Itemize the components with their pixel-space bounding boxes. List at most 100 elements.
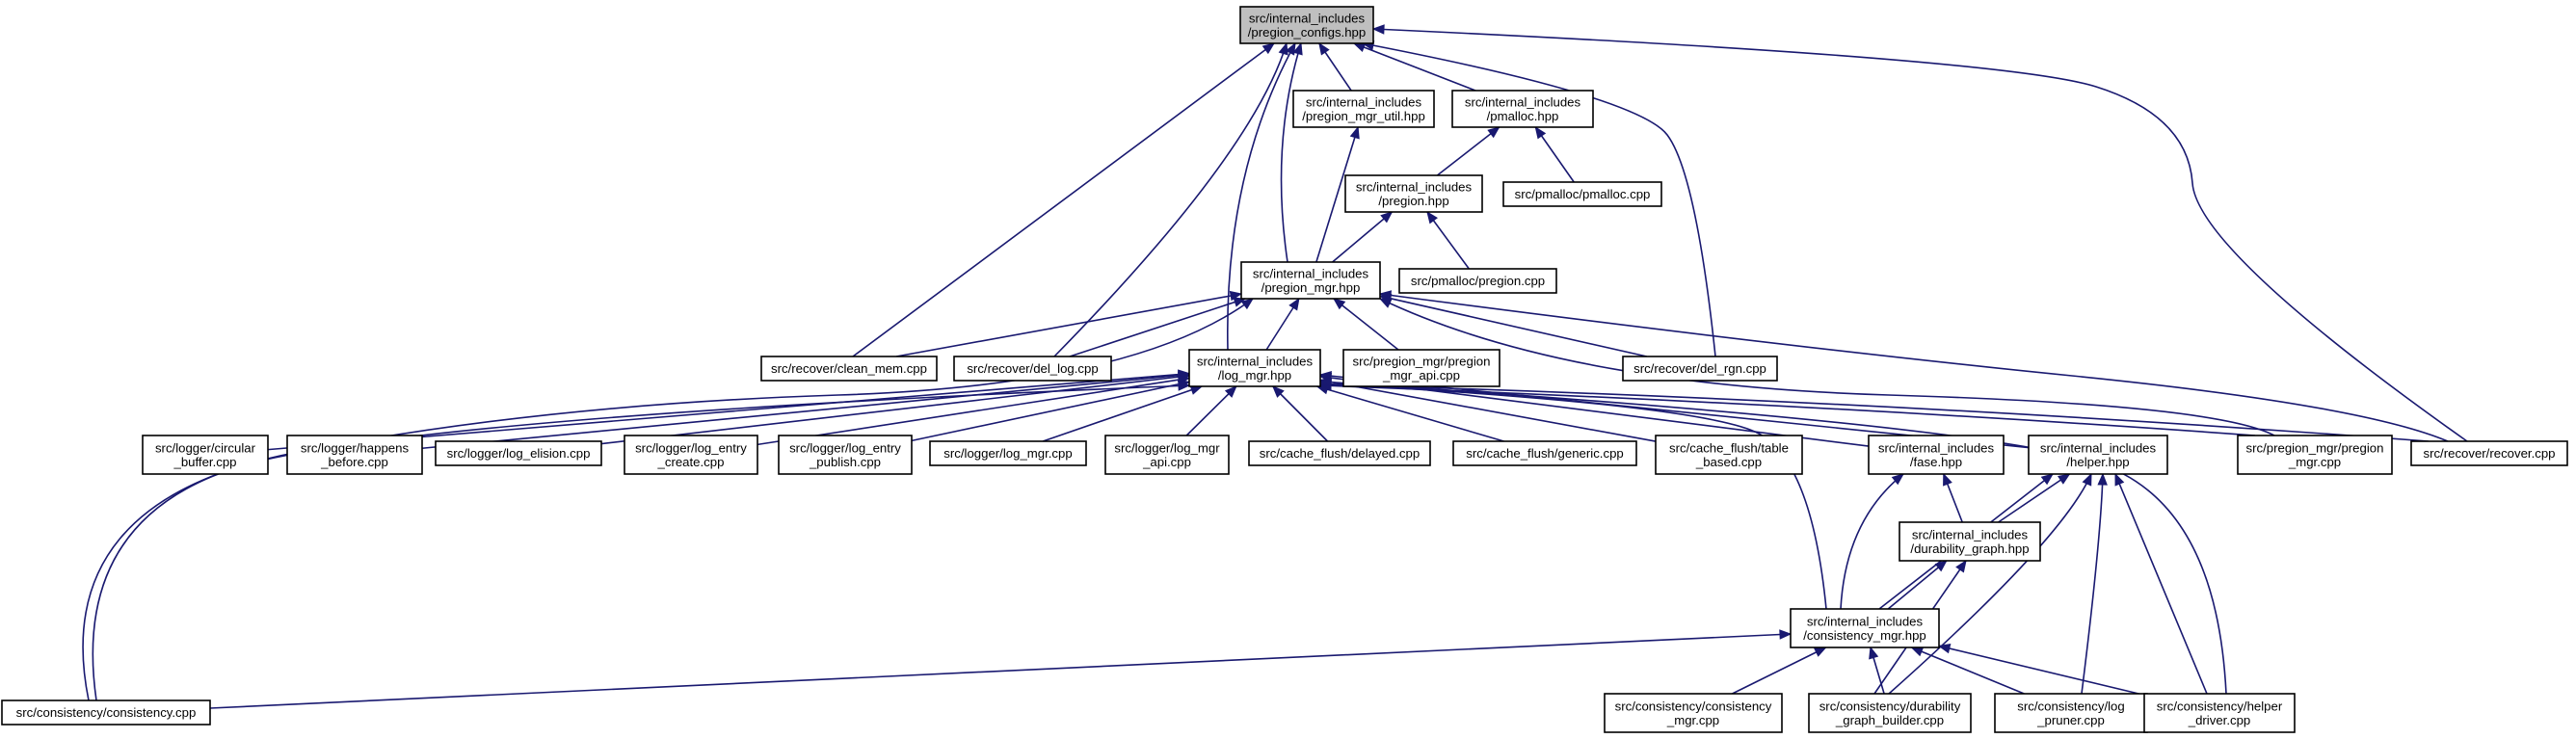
arrow-head-icon — [1937, 643, 1952, 654]
dependency-edge-log_pruner-to-consistency_mgr_hpp — [1910, 647, 2025, 695]
file-node-pregion-configs[interactable]: src/internal_includes/pregion_configs.hp… — [1239, 6, 1374, 44]
node-box — [624, 435, 758, 475]
arrow-head-icon — [1271, 385, 1285, 398]
edge-line — [911, 381, 1190, 442]
file-node-del-log[interactable]: src/recover/del_log.cpp — [953, 356, 1112, 382]
node-label-line: src/internal_includes — [2040, 440, 2157, 455]
edge-line — [1319, 379, 1657, 442]
arrow-head-icon — [1426, 210, 1438, 224]
arrow-head-icon — [2057, 473, 2071, 485]
file-node-log-mgr-api[interactable]: src/logger/log_mgr_api.cpp — [1104, 435, 1230, 475]
dependency-edge-helper_driver-to-log_mgr_hpp — [1318, 377, 2227, 695]
file-node-pregion-mgr-api[interactable]: src/pregion_mgr/pregion_mgr_api.cpp — [1342, 349, 1500, 387]
file-node-log-entry-publish[interactable]: src/logger/log_entry_publish.cpp — [778, 435, 913, 475]
node-box — [1188, 349, 1321, 387]
node-label-line: _based.cpp — [1695, 455, 1762, 469]
file-node-consistency-mgr-cpp[interactable]: src/consistency/consistency_mgr.cpp — [1604, 693, 1783, 733]
node-label-line: /fase.hpp — [1910, 455, 1962, 469]
node-box — [286, 435, 423, 475]
file-node-del-rgn[interactable]: src/recover/del_rgn.cpp — [1622, 356, 1778, 382]
edge-line — [1315, 126, 1359, 263]
edge-line — [1732, 647, 1826, 695]
edge-line — [209, 633, 1792, 709]
node-label-line: /pregion_mgr.hpp — [1261, 280, 1361, 295]
arrow-head-icon — [1318, 41, 1330, 56]
file-node-clean-mem[interactable]: src/recover/clean_mem.cpp — [760, 356, 938, 382]
arrow-head-icon — [2082, 472, 2092, 487]
node-box — [1790, 608, 1940, 648]
arrow-head-icon — [2097, 472, 2108, 486]
file-node-recover-cpp[interactable]: src/recover/recover.cpp — [2410, 440, 2568, 466]
file-node-log-mgr-hpp[interactable]: src/internal_includes/log_mgr.hpp — [1188, 349, 1321, 387]
edge-line — [1353, 42, 1476, 92]
node-label-line: /pmalloc.hpp — [1487, 109, 1559, 123]
dependency-edge-pregion_mgr_hpp-to-pregion_mgr_util — [1315, 125, 1360, 263]
node-box — [1240, 261, 1381, 300]
arrow-head-icon — [2040, 473, 2055, 486]
edge-line — [421, 373, 1190, 450]
node-box — [1808, 693, 1972, 733]
arrow-head-icon — [1278, 41, 1288, 56]
node-box — [1248, 440, 1431, 466]
file-node-log-pruner[interactable]: src/consistency/log_pruner.cpp — [1994, 693, 2148, 733]
node-box — [1899, 521, 2041, 562]
node-label-line: src/consistency/helper — [2157, 699, 2283, 713]
edge-line — [1272, 385, 1329, 442]
file-node-consistency-mgr-hpp[interactable]: src/internal_includes/consistency_mgr.hp… — [1790, 608, 1940, 648]
file-node-helper-driver[interactable]: src/consistency/helper_driver.cpp — [2143, 693, 2296, 733]
edge-line — [1372, 28, 2468, 442]
edge-line — [1379, 295, 1647, 357]
arrow-head-icon — [1285, 41, 1296, 56]
file-node-helper-hpp[interactable]: src/internal_includes/helper.hpp — [2028, 435, 2168, 475]
arrow-head-icon — [1292, 41, 1303, 56]
node-label-line: _graph_builder.cpp — [1835, 713, 1944, 727]
file-node-pregion-mgr-hpp[interactable]: src/internal_includes/pregion_mgr.hpp — [1240, 261, 1381, 300]
node-label-line: src/recover/del_rgn.cpp — [1633, 361, 1766, 376]
file-node-generic[interactable]: src/cache_flush/generic.cpp — [1452, 440, 1637, 466]
node-label-line: src/recover/del_log.cpp — [967, 361, 1098, 376]
node-box — [2237, 435, 2393, 475]
file-node-happens-before[interactable]: src/logger/happens_before.cpp — [286, 435, 423, 475]
file-node-table-based[interactable]: src/cache_flush/table_based.cpp — [1655, 435, 1803, 475]
file-node-fase-hpp[interactable]: src/internal_includes/fase.hpp — [1868, 435, 2005, 475]
dependency-edge-helper_driver-to-consistency_mgr_hpp — [1937, 643, 2145, 697]
node-label-line: src/internal_includes — [1912, 527, 2029, 541]
node-box — [1292, 90, 1435, 128]
node-label-line: _mgr_api.cpp — [1382, 368, 1460, 383]
file-node-pregion-mgr-util[interactable]: src/internal_includes/pregion_mgr_util.h… — [1292, 90, 1435, 128]
file-node-durability-graph-hpp[interactable]: src/internal_includes/durability_graph.h… — [1899, 521, 2041, 562]
node-label-line: src/internal_includes — [1253, 266, 1369, 280]
arrow-head-icon — [1371, 24, 1385, 35]
node-label-line: src/logger/circular — [155, 440, 256, 455]
file-node-log-entry-create[interactable]: src/logger/log_entry_create.cpp — [624, 435, 758, 475]
file-node-pregion-cpp[interactable]: src/pmalloc/pregion.cpp — [1398, 268, 1557, 294]
node-box — [1, 699, 211, 726]
node-label-line: src/logger/log_entry — [635, 440, 747, 455]
file-node-delayed[interactable]: src/cache_flush/delayed.cpp — [1248, 440, 1431, 466]
dependency-edge-del_log-to-pregion_mgr_hpp — [1069, 297, 1247, 357]
node-box — [778, 435, 913, 475]
node-label-line: /pregion.hpp — [1378, 194, 1448, 208]
node-label-line: src/internal_includes — [1197, 354, 1314, 368]
edge-line — [1319, 383, 2430, 442]
file-node-durability-graph-builder[interactable]: src/consistency/durability_graph_builder… — [1808, 693, 1972, 733]
dependency-edge-log_mgr_api-to-log_mgr_hpp — [1185, 385, 1237, 436]
file-node-circular-buffer[interactable]: src/logger/circular_buffer.cpp — [142, 435, 269, 475]
node-label-line: src/cache_flush/delayed.cpp — [1260, 446, 1420, 461]
node-box — [1452, 440, 1637, 466]
arrow-head-icon — [2114, 472, 2125, 487]
node-label-line: src/pmalloc/pregion.cpp — [1411, 274, 1545, 288]
file-node-log-elision[interactable]: src/logger/log_elision.cpp — [435, 440, 602, 466]
file-node-pregion-mgr-cpp[interactable]: src/pregion_mgr/pregion_mgr.cpp — [2237, 435, 2393, 475]
file-node-pmalloc-hpp[interactable]: src/internal_includes/pmalloc.hpp — [1451, 90, 1594, 128]
edge-line — [1436, 126, 1500, 176]
edge-line — [600, 375, 1190, 445]
file-node-pmalloc-cpp[interactable]: src/pmalloc/pmalloc.cpp — [1502, 181, 1662, 207]
file-node-pregion-hpp[interactable]: src/internal_includes/pregion.hpp — [1344, 174, 1483, 213]
file-node-consistency-cpp[interactable]: src/consistency/consistency.cpp — [1, 699, 211, 726]
file-node-log-mgr-cpp[interactable]: src/logger/log_mgr.cpp — [929, 440, 1087, 466]
node-label-line: _buffer.cpp — [173, 455, 236, 469]
arrow-head-icon — [1934, 560, 1948, 572]
dependency-edge-pregion_mgr_cpp-to-pregion_mgr_hpp — [1378, 298, 2275, 436]
edge-line — [1333, 298, 1399, 351]
